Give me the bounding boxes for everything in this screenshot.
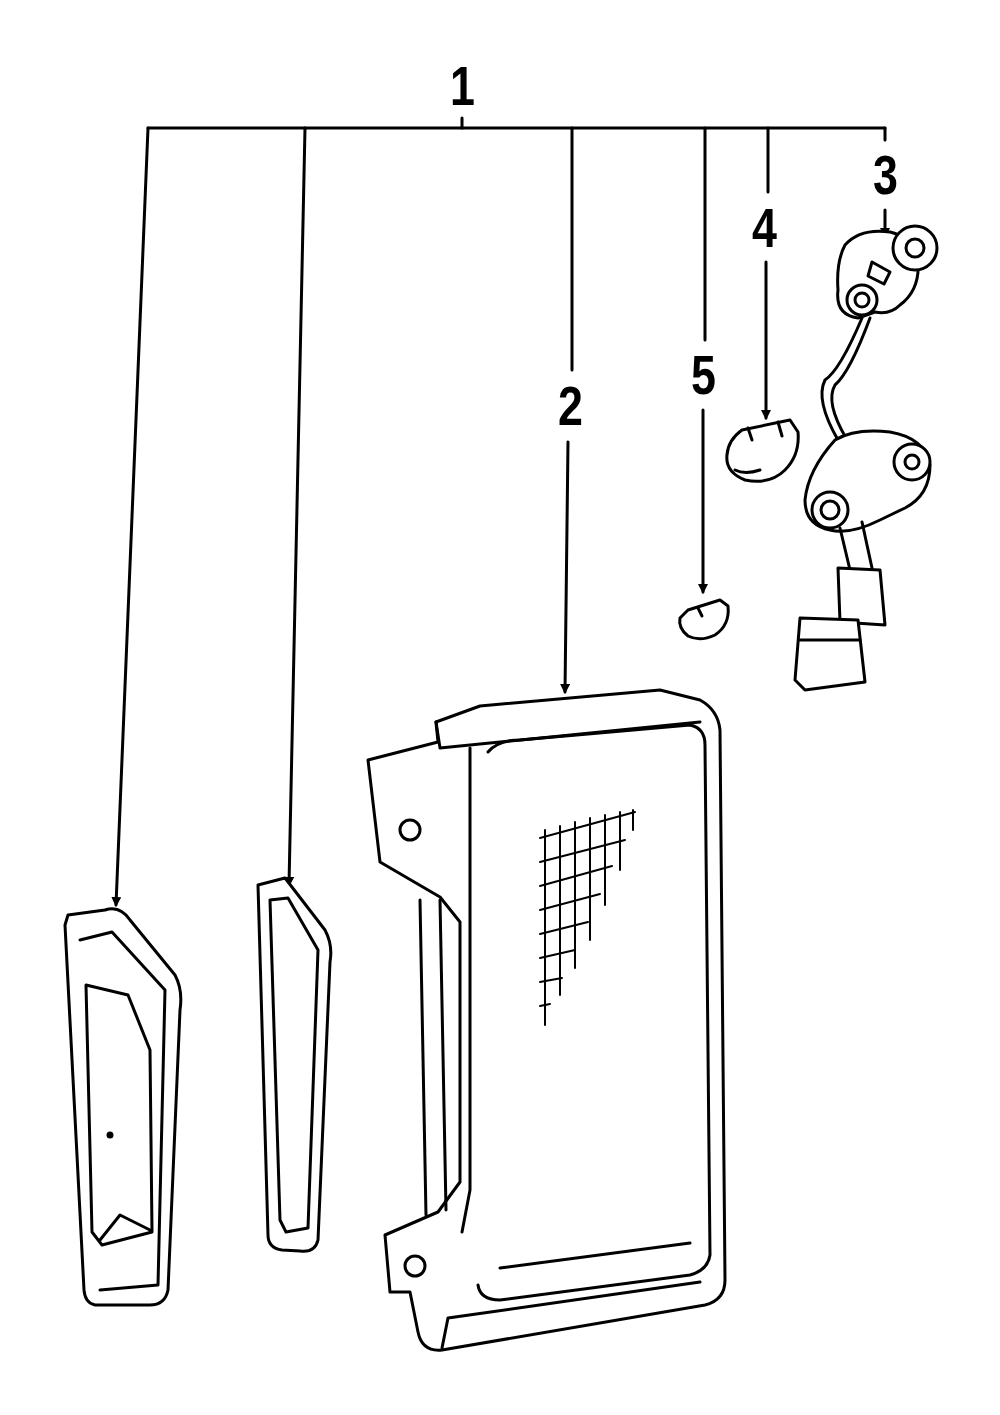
leader-line — [116, 128, 148, 905]
leader-line — [571, 128, 574, 370]
lamp-housing — [368, 690, 725, 1350]
leader-line — [884, 128, 887, 140]
side-lens — [65, 909, 181, 1305]
callout-number: 4 — [752, 200, 777, 256]
leader-line — [565, 442, 568, 692]
leader-line — [767, 128, 770, 192]
callout-number: 5 — [691, 347, 716, 403]
callout-number: 1 — [450, 58, 475, 114]
leader-line — [704, 128, 707, 340]
side-lens-inner — [86, 985, 152, 1245]
bulb — [727, 420, 798, 481]
bracket-stem — [461, 118, 464, 128]
leader-line — [702, 410, 705, 592]
callout-number: 2 — [558, 378, 583, 434]
callout-number: 3 — [873, 147, 898, 203]
bulb — [680, 600, 729, 639]
leader-line — [765, 262, 768, 418]
bracket — [148, 127, 885, 130]
gasket — [258, 878, 331, 1251]
leader-line — [289, 128, 305, 885]
side-lens-inner — [80, 932, 165, 1290]
gasket-inner — [270, 898, 318, 1232]
